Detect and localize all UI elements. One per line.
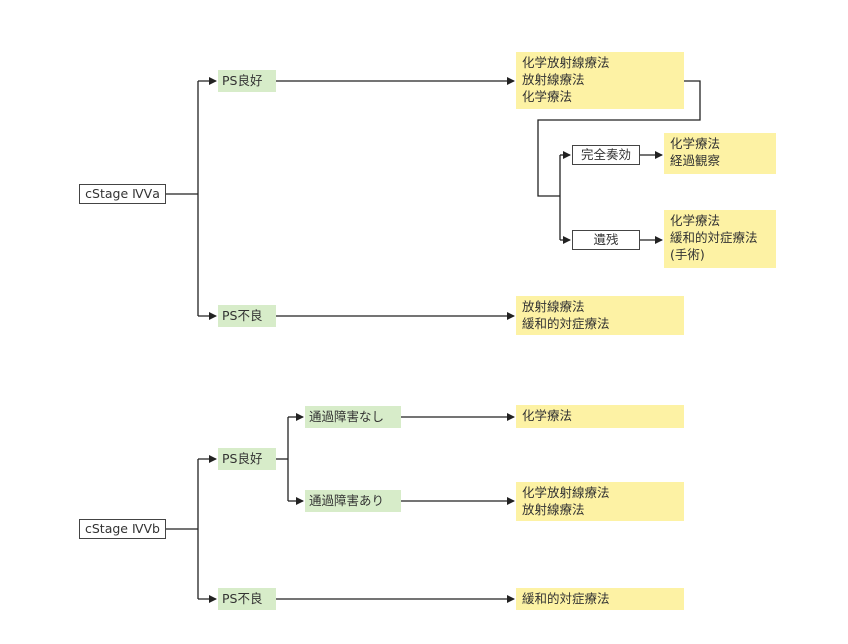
ivb-ps-poor-treatment-box: 緩和的対症療法 — [516, 588, 684, 610]
iva-ps-poor-node: PS不良 — [218, 305, 276, 327]
treatment-line: 緩和的対症療法 — [670, 230, 758, 245]
ivb-no-obstruction-node: 通過障害なし — [305, 406, 401, 428]
treatment-line: 経過観察 — [670, 153, 721, 168]
iva-ps-poor-treatment-box: 放射線療法 緩和的対症療法 — [516, 296, 684, 335]
ivb-ps-poor-node: PS不良 — [218, 588, 276, 610]
treatment-line: 放射線療法 — [522, 502, 585, 517]
ivb-ps-good-node: PS良好 — [218, 448, 276, 470]
treatment-line: 化学療法 — [522, 89, 573, 104]
iva-ps-good-treatment-box: 化学放射線療法 放射線療法 化学療法 — [516, 52, 684, 109]
connector-iva-response-loop — [537, 80, 701, 197]
iva-ps-good-node: PS良好 — [218, 70, 276, 92]
treatment-line: 化学療法 — [670, 213, 721, 228]
treatment-line: 化学療法 — [522, 408, 573, 423]
iva-complete-response-node: 完全奏効 — [572, 145, 640, 165]
treatment-line: 放射線療法 — [522, 72, 585, 87]
treatment-line: 化学療法 — [670, 136, 721, 151]
ivb-no-obstruction-treatment-box: 化学療法 — [516, 405, 684, 428]
treatment-line: (手術) — [670, 247, 705, 262]
stage-iva-box: cStage ⅣⅤa — [79, 184, 166, 204]
treatment-line: 緩和的対症療法 — [522, 591, 610, 606]
treatment-line: 化学放射線療法 — [522, 485, 610, 500]
ivb-obstruction-treatment-box: 化学放射線療法 放射線療法 — [516, 482, 684, 521]
stage-ivb-box: cStage ⅣⅤb — [79, 519, 166, 539]
ivb-obstruction-node: 通過障害あり — [305, 490, 401, 512]
iva-complete-response-treatment-box: 化学療法 経過観察 — [664, 133, 776, 174]
treatment-line: 放射線療法 — [522, 299, 585, 314]
iva-residual-treatment-box: 化学療法 緩和的対症療法 (手術) — [664, 210, 776, 268]
iva-residual-node: 遺残 — [572, 230, 640, 250]
treatment-line: 緩和的対症療法 — [522, 316, 610, 331]
treatment-line: 化学放射線療法 — [522, 55, 610, 70]
